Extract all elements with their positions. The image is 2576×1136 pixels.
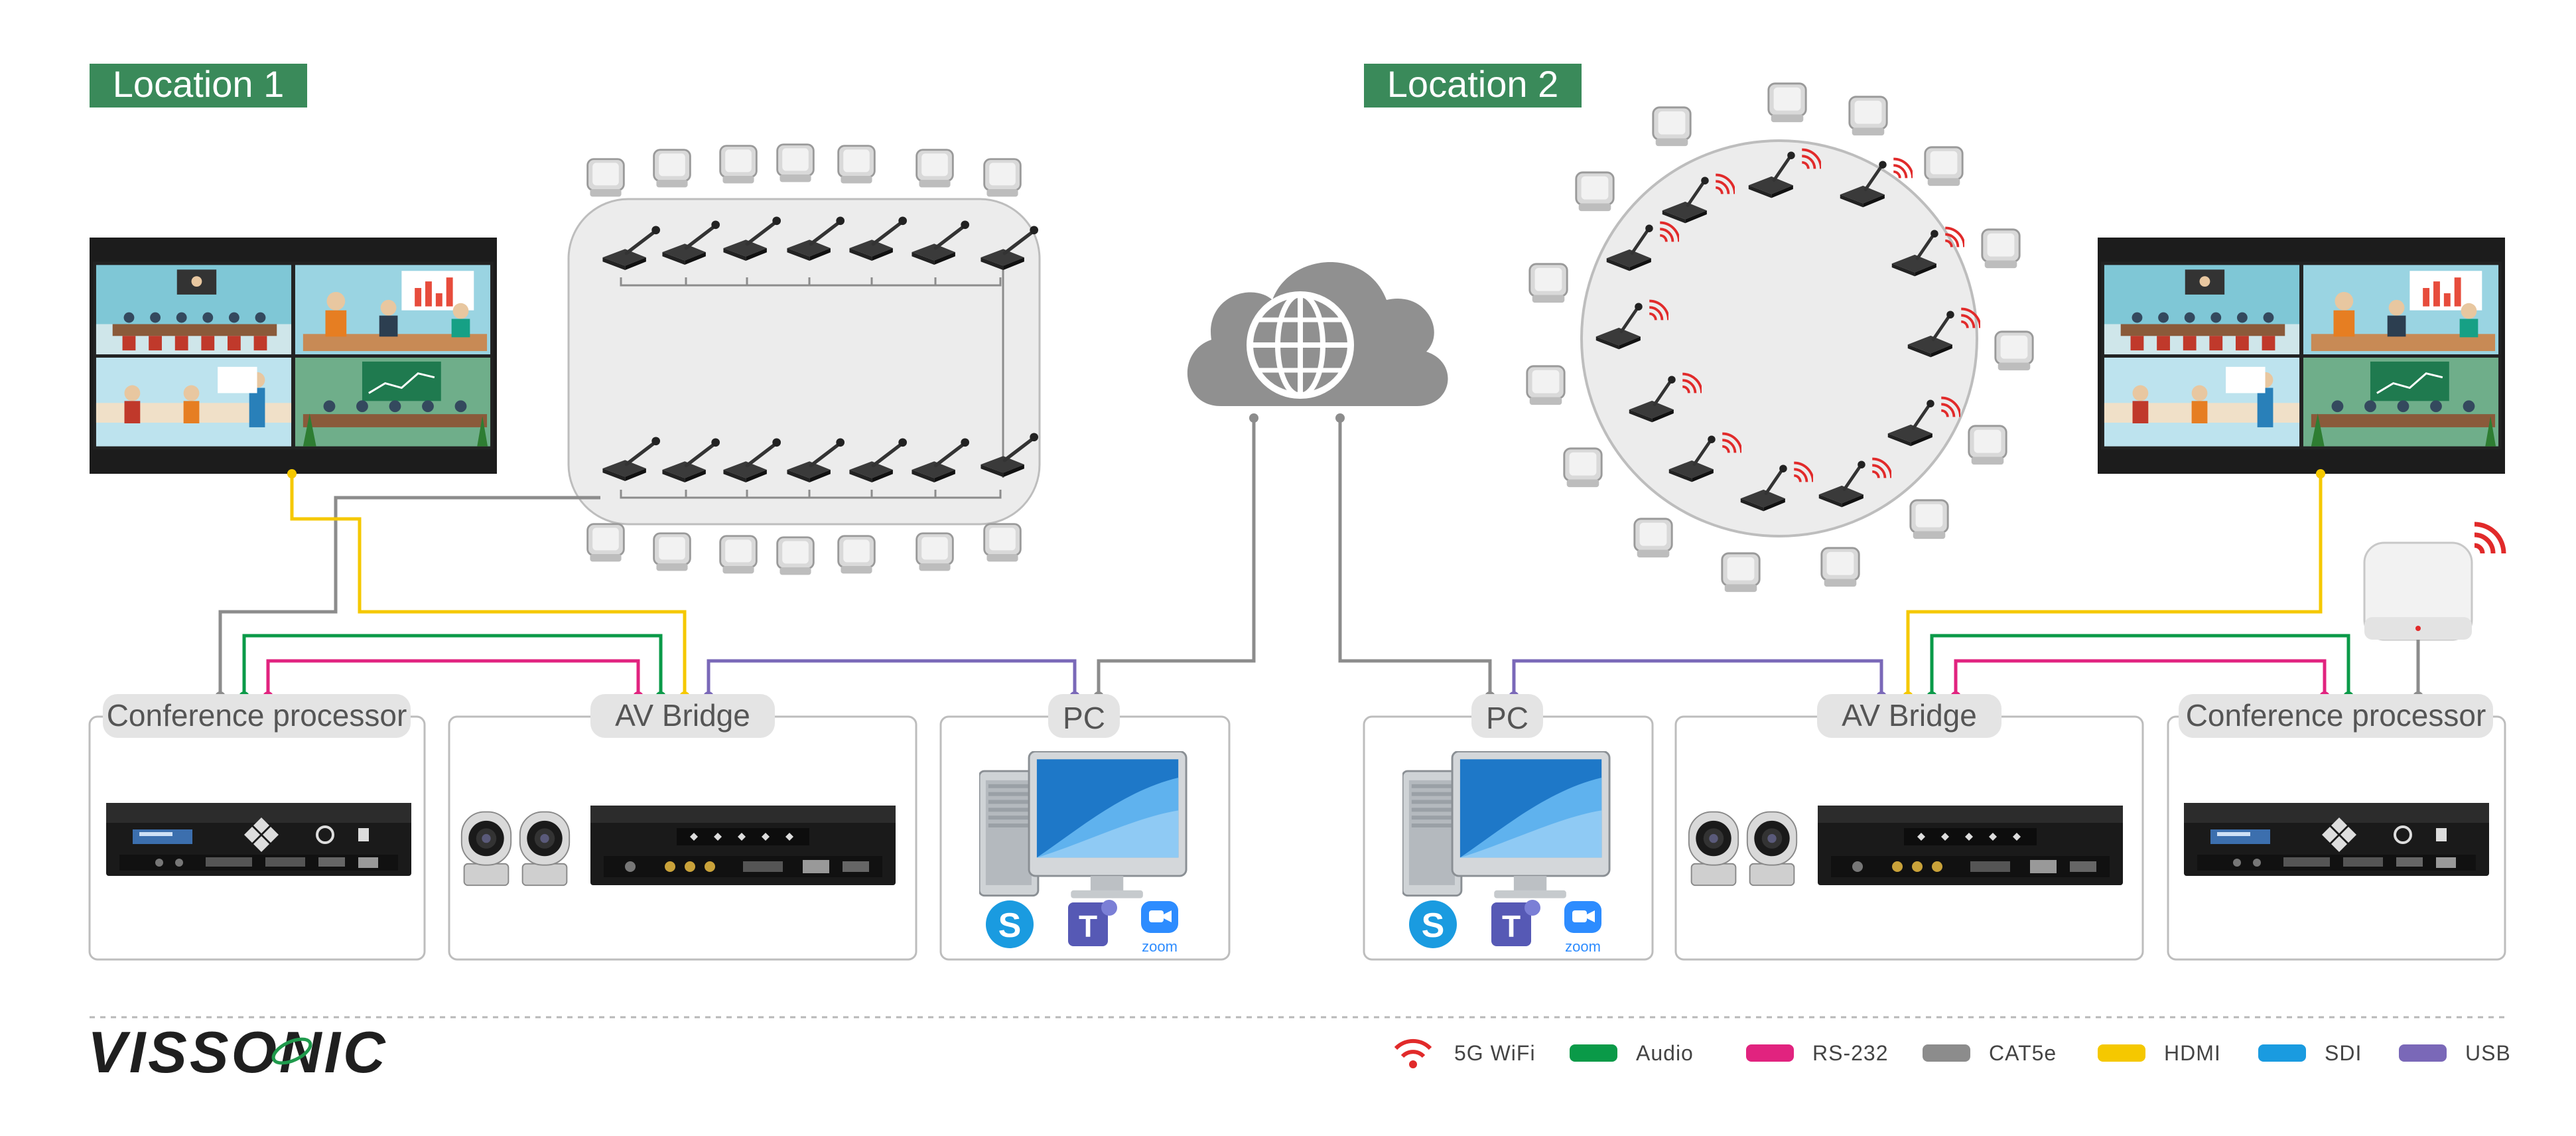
brand-name: VISSONIC <box>88 1019 388 1085</box>
display-screen-left <box>90 238 497 474</box>
pc-label-left: PC <box>1063 701 1105 735</box>
legend-item-hdmi: HDMI <box>2098 1041 2221 1065</box>
location-2-tag: Location 2 <box>1364 63 1582 107</box>
legend-label-cat5e: CAT5e <box>1989 1041 2057 1065</box>
av-bridge-box-right: AV Bridge <box>1674 694 2144 961</box>
legend-label-sdi: SDI <box>2325 1041 2362 1065</box>
av-bridge-label-right: AV Bridge <box>1842 698 1977 733</box>
conference-processor-label-left: Conference processor <box>107 698 407 733</box>
legend-label-wifi: 5G WiFi <box>1454 1041 1536 1065</box>
legend-item-sdi: SDI <box>2258 1041 2362 1065</box>
legend-item-cat5e: CAT5e <box>1923 1041 2057 1065</box>
pc-label-right: PC <box>1486 701 1528 735</box>
wifi-icon <box>1394 1038 1432 1068</box>
conference-processor-box-right: Conference processor <box>2167 694 2506 961</box>
vissonic-logo: VISSONIC <box>88 1019 388 1085</box>
legend-item-wifi: 5G WiFi <box>1394 1038 1536 1068</box>
wireless-access-point <box>2363 522 2506 641</box>
location-1-tag: Location 1 <box>90 63 307 107</box>
legend-item-audio: Audio <box>1570 1041 1694 1065</box>
conference-processor-box-left: Conference processor <box>88 694 426 961</box>
round-table-location-2 <box>1580 139 1978 537</box>
legend-label-usb: USB <box>2465 1041 2511 1065</box>
pc-box-right: PC <box>1363 694 1654 961</box>
legend-label-rs232: RS-232 <box>1812 1041 1889 1065</box>
wifi-signal-icon <box>2474 522 2506 554</box>
conference-processor-label-right: Conference processor <box>2186 698 2486 733</box>
legend-label-hdmi: HDMI <box>2164 1041 2221 1065</box>
conference-table-location-1 <box>567 198 1041 526</box>
cable-ports <box>215 413 2423 702</box>
legend-item-usb: USB <box>2399 1041 2511 1065</box>
display-screen-right <box>2098 238 2505 474</box>
pc-box-left: PC <box>939 694 1231 961</box>
location-1-label: Location 1 <box>113 63 284 105</box>
globe-icon <box>1247 291 1354 399</box>
av-bridge-box-left: AV Bridge <box>448 694 917 961</box>
location-2-label: Location 2 <box>1387 63 1558 105</box>
av-bridge-label-left: AV Bridge <box>615 698 750 733</box>
legend-label-audio: Audio <box>1636 1041 1694 1065</box>
legend-item-rs232: RS-232 <box>1746 1041 1889 1065</box>
legend: 5G WiFi Audio RS-232 CAT5e HDMI SDI USB <box>1394 1038 2511 1068</box>
internet-cloud <box>1187 261 1448 406</box>
